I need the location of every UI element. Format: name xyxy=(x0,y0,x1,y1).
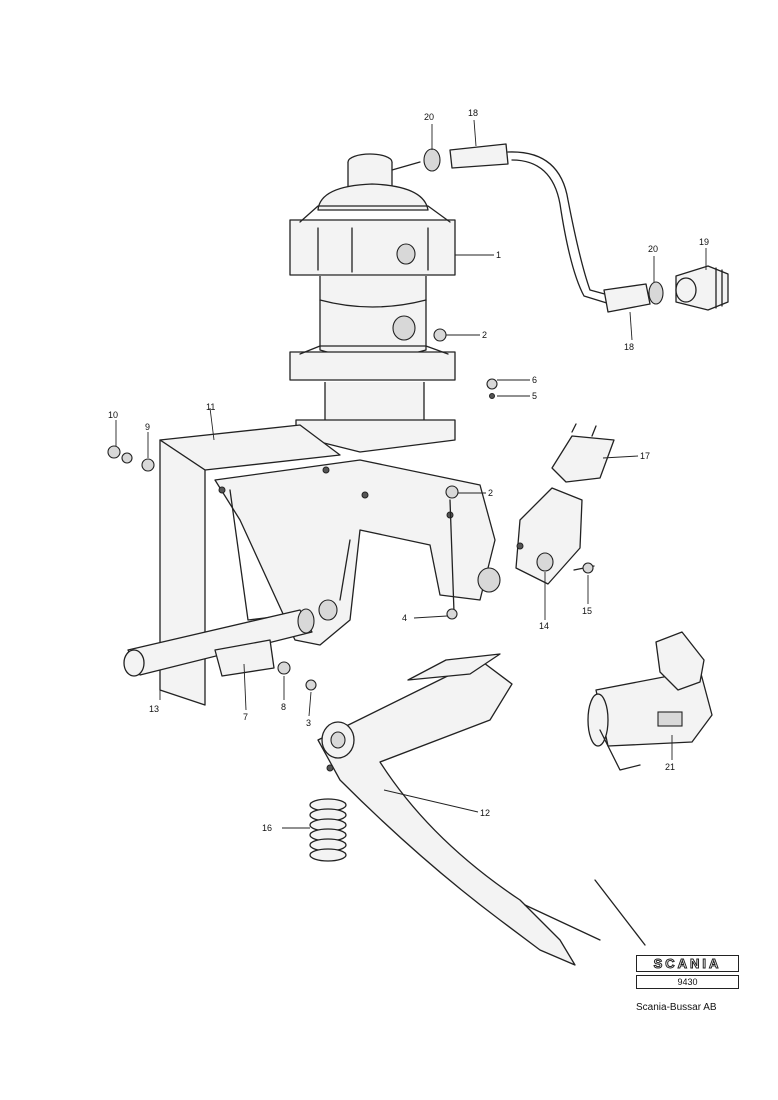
callout-7: 7 xyxy=(243,712,248,722)
callout-12: 12 xyxy=(480,808,490,818)
scania-logo: SCANIA xyxy=(636,955,739,972)
callout-1: 1 xyxy=(496,250,501,260)
pedal-bracket xyxy=(159,424,501,706)
callout-11: 11 xyxy=(206,402,215,412)
callout-10: 10 xyxy=(108,410,118,420)
callout-13: 13 xyxy=(149,704,159,714)
callout-18-right: 18 xyxy=(624,342,634,352)
callout-5: 5 xyxy=(532,391,537,401)
callout-21: 21 xyxy=(665,762,675,772)
hose-clamp-top xyxy=(423,148,441,172)
callout-20-top: 20 xyxy=(424,112,434,122)
brake-light-switch xyxy=(515,423,615,585)
callout-2-upper: 2 xyxy=(482,330,487,340)
callout-3: 3 xyxy=(306,718,311,728)
callout-17: 17 xyxy=(640,451,650,461)
clutch-pedal xyxy=(317,653,646,966)
pivot-shaft xyxy=(123,608,315,677)
callout-18-top: 18 xyxy=(468,108,478,118)
callout-16: 16 xyxy=(262,823,272,833)
callout-15: 15 xyxy=(582,606,592,616)
valve-unit xyxy=(587,631,713,771)
callout-labels: 20 18 1 2 6 5 2 4 17 14 15 20 19 18 11 1… xyxy=(108,108,709,833)
callout-20-right: 20 xyxy=(648,244,658,254)
callout-6: 6 xyxy=(532,375,537,385)
callout-8: 8 xyxy=(281,702,286,712)
callout-19: 19 xyxy=(699,237,709,247)
drawing-number: 9430 xyxy=(636,975,739,989)
callout-2-lower: 2 xyxy=(488,488,493,498)
hose-line xyxy=(391,143,729,313)
company-name: Scania-Bussar AB xyxy=(636,1002,717,1013)
callout-14: 14 xyxy=(539,621,549,631)
plate xyxy=(214,639,275,677)
return-spring xyxy=(309,798,347,862)
callout-9-upper: 9 xyxy=(145,422,150,432)
master-cylinder xyxy=(289,153,456,453)
hose-clamp-bottom xyxy=(648,281,664,305)
callout-4: 4 xyxy=(402,613,407,623)
leader-lines xyxy=(115,119,707,829)
